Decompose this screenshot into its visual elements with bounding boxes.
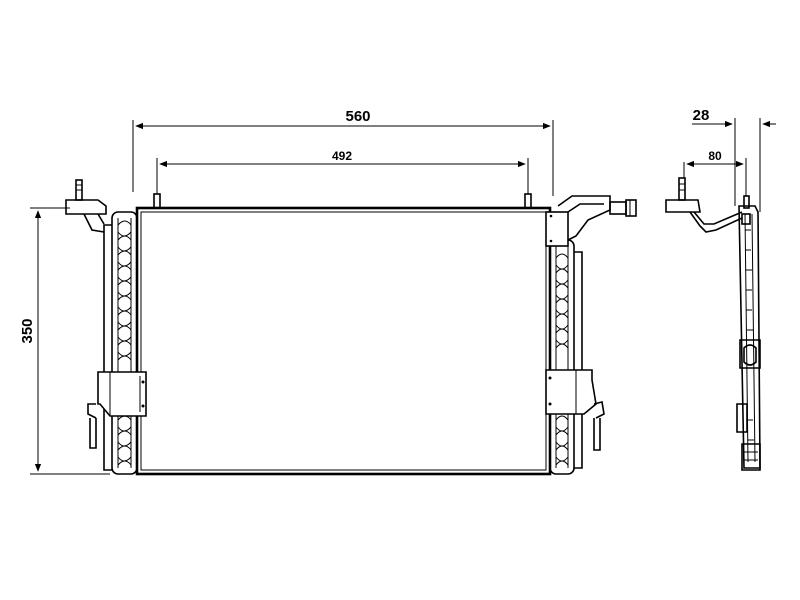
side-bracket-upper bbox=[739, 339, 761, 369]
side-inlet-pipe bbox=[665, 177, 743, 233]
condenser-core bbox=[135, 206, 552, 476]
left-mounting-bracket bbox=[87, 371, 147, 449]
left-locating-pin bbox=[153, 193, 161, 209]
condenser-core-inner-edge bbox=[140, 211, 547, 471]
dim-label-pipe-offset: 80 bbox=[708, 149, 722, 163]
dim-label-inner-width: 492 bbox=[332, 149, 352, 163]
side-bracket-lower bbox=[736, 403, 748, 433]
right-header-tank bbox=[549, 239, 583, 475]
front-view: 560 492 350 bbox=[19, 108, 637, 476]
right-outlet-pipe bbox=[545, 195, 637, 247]
left-inlet-fitting bbox=[65, 179, 107, 233]
left-header-tank bbox=[103, 211, 138, 475]
dim-label-height: 350 bbox=[19, 318, 36, 343]
dim-label-overall-width: 560 bbox=[345, 108, 370, 125]
side-view: 28 80 bbox=[665, 107, 776, 471]
side-core bbox=[738, 205, 761, 469]
right-locating-pin bbox=[524, 193, 532, 209]
dim-label-depth: 28 bbox=[693, 107, 710, 124]
right-mounting-bracket bbox=[545, 369, 605, 451]
